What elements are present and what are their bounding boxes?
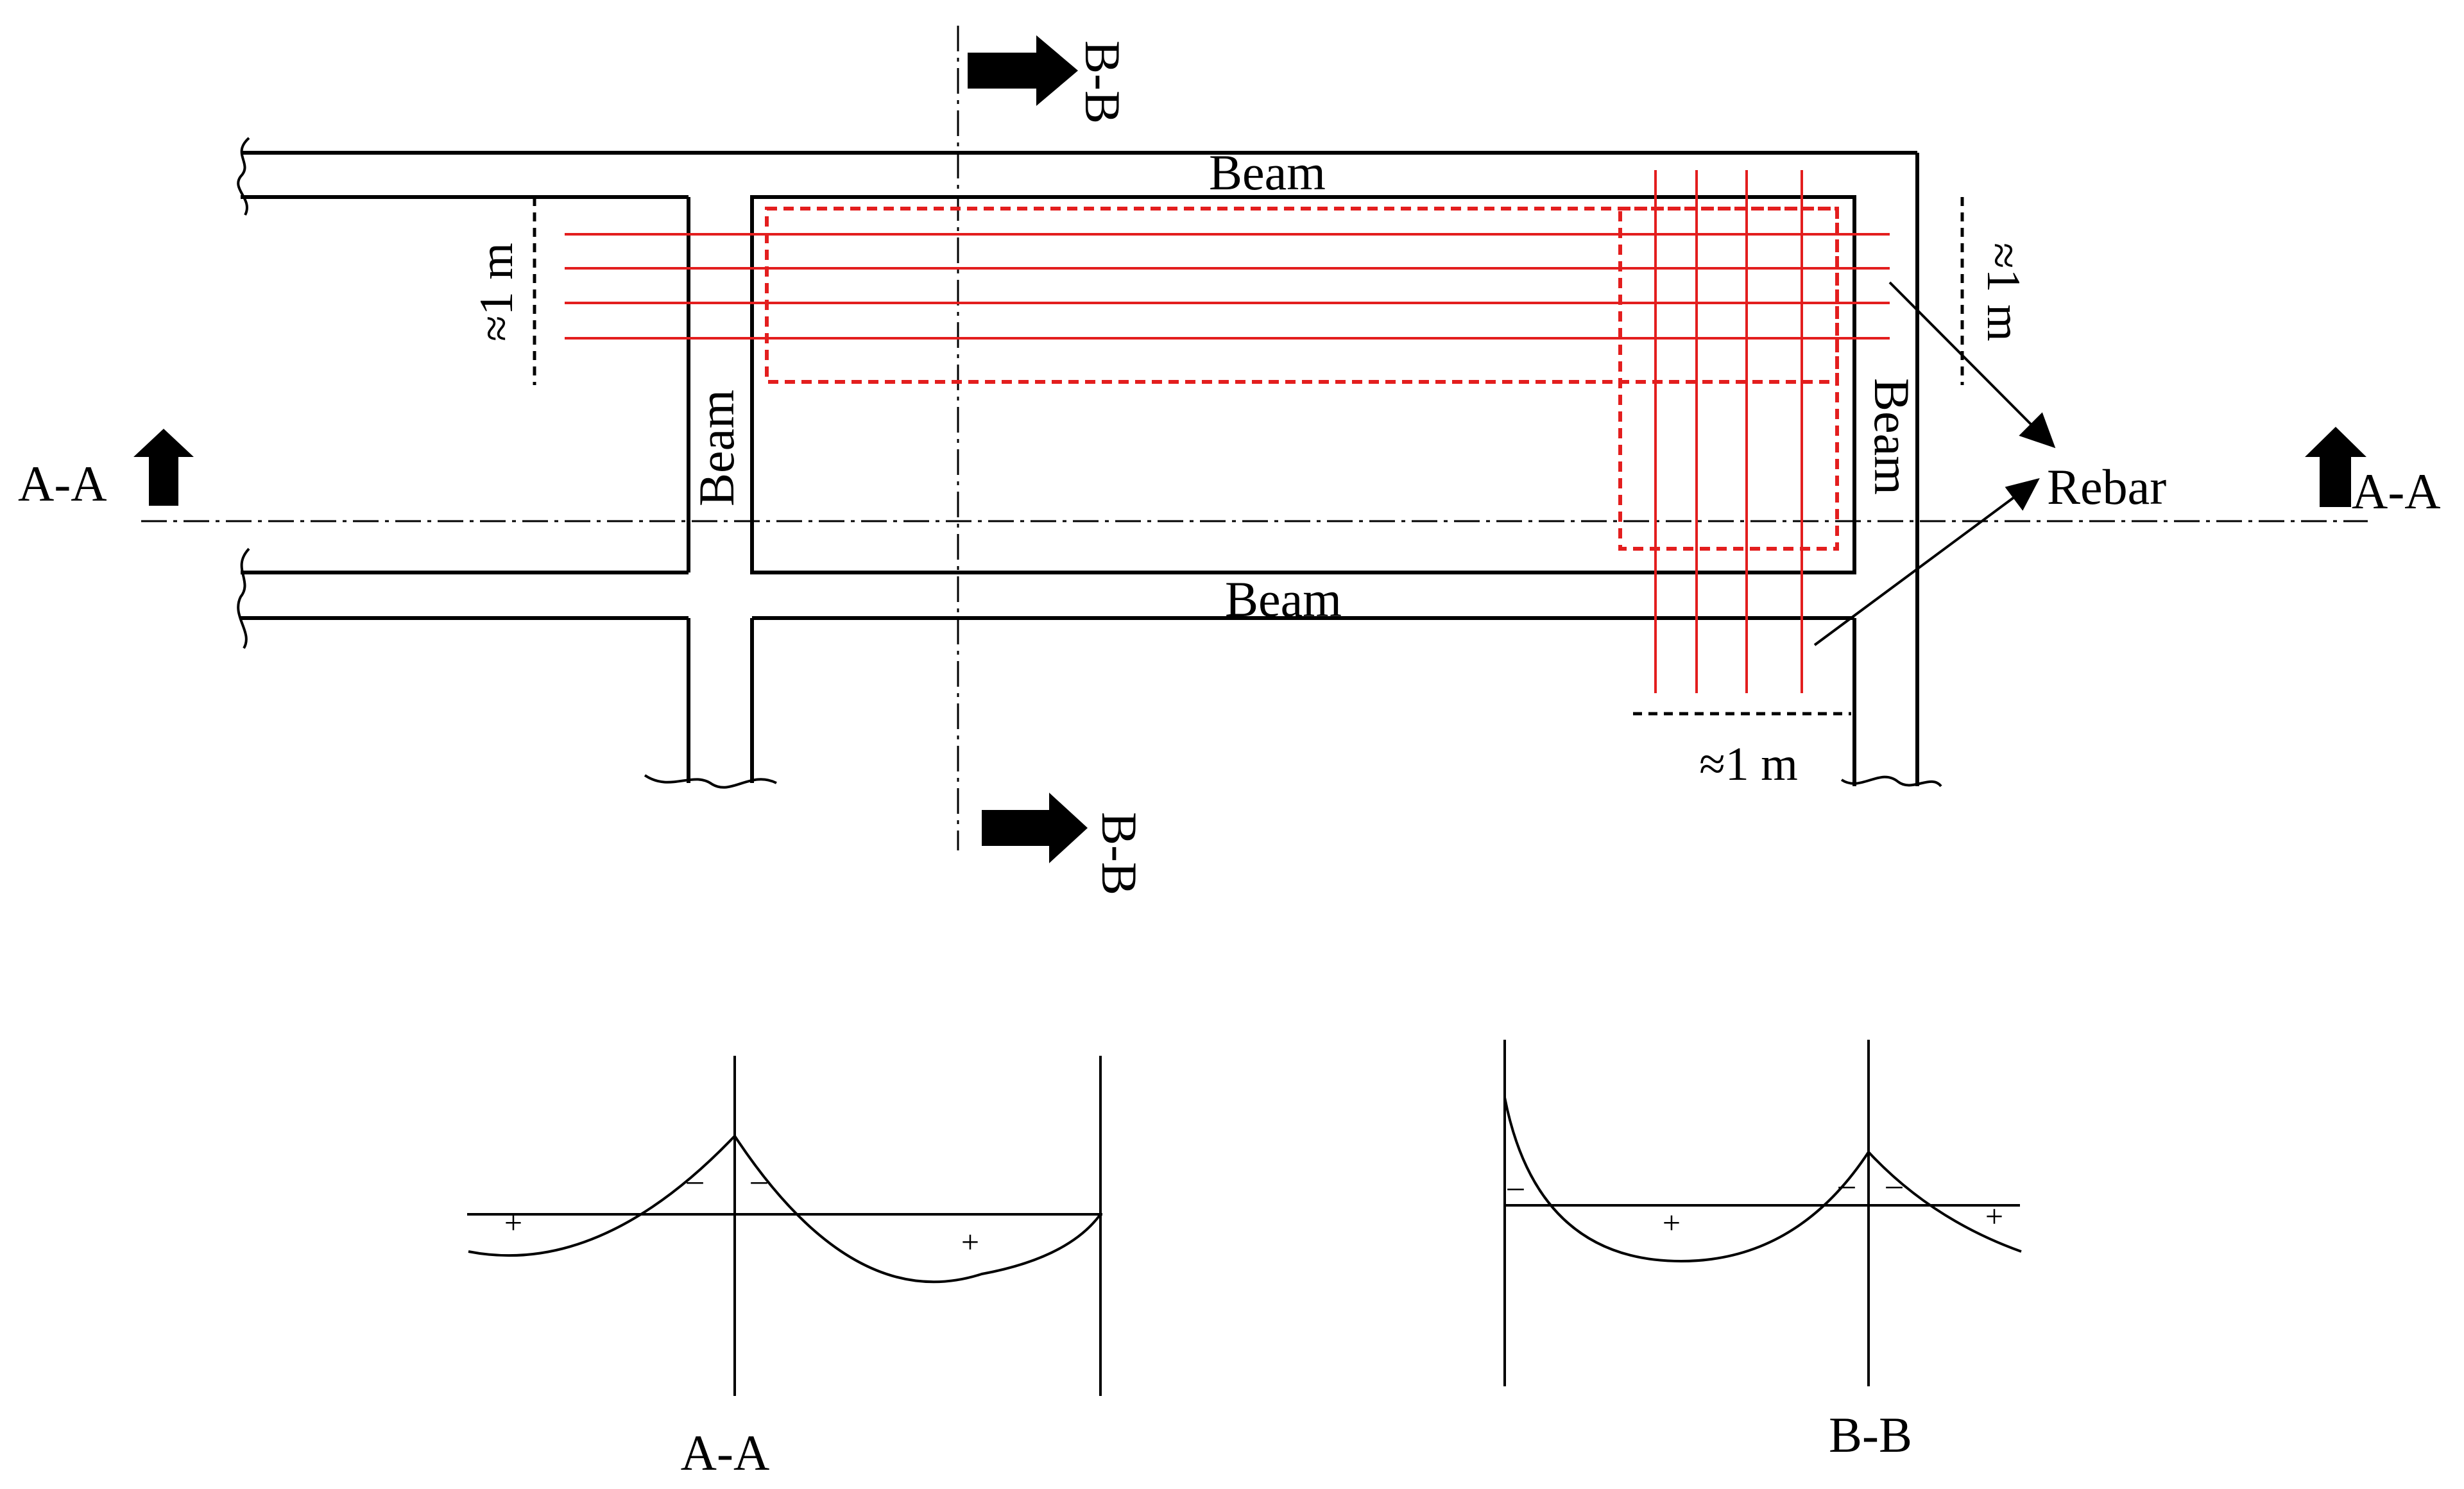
aa-sign-2: –: [687, 1162, 704, 1198]
aa-moment-curve-left: [468, 1135, 736, 1257]
beam-bottom-label: Beam: [1225, 571, 1342, 627]
rebar-label: Rebar: [2047, 459, 2166, 515]
dim-left-label: ≈1 m: [470, 243, 523, 341]
aa-moment-curve-right: [733, 1135, 1102, 1284]
rebar-vertical: [1654, 170, 1803, 693]
beam-left-label: Beam: [689, 390, 744, 506]
aa-left-arrow: [133, 429, 194, 506]
break-mark-top-left: [237, 137, 250, 216]
dimension-lines: [533, 197, 1964, 716]
main-slab-panel: [750, 195, 1856, 574]
bb-sign-4: –: [1886, 1166, 1903, 1202]
aa-sign-3: –: [751, 1162, 768, 1198]
rebar-arrow-upper-line: [1888, 281, 2037, 430]
bb-sign-5: +: [1985, 1198, 2003, 1234]
plan-view: [241, 151, 1919, 786]
bb-bottom-arrow: [982, 793, 1088, 863]
aa-right-arrow: [2305, 427, 2366, 507]
break-mark-bottom-left: [237, 547, 250, 650]
break-mark-bottom-right: [1840, 775, 1942, 788]
dim-bottom-label: ≈1 m: [1699, 738, 1798, 791]
bb-moment-curve-right: [1867, 1151, 2022, 1253]
negative-moment-zones: [765, 207, 1839, 551]
moment-diagram-bb: [1503, 1040, 2022, 1386]
section-bb-bottom-label: B-B: [1091, 812, 1147, 895]
aa-caption: A-A: [681, 1425, 770, 1481]
bb-caption: B-B: [1829, 1407, 1912, 1463]
zone-vertical-strip: [1618, 207, 1839, 551]
dim-right-label: ≈1 m: [1977, 243, 2030, 341]
section-arrows: [133, 35, 2366, 863]
beam-top-label: Beam: [1209, 144, 1326, 200]
rebar-horizontal: [565, 233, 1890, 340]
section-aa-right-label: A-A: [2352, 463, 2441, 519]
break-marks: [237, 137, 1942, 789]
section-lines: [141, 26, 2368, 850]
aa-sign-1: +: [504, 1205, 522, 1241]
bb-top-arrow: [968, 35, 1078, 106]
section-bb-top-label: B-B: [1075, 40, 1131, 124]
aa-sign-4: +: [961, 1224, 979, 1260]
bb-sign-3: –: [1838, 1166, 1856, 1202]
bb-sign-2: +: [1663, 1205, 1681, 1241]
moment-diagram-aa: [467, 1056, 1102, 1396]
rebar-arrow-lower-head: [2005, 478, 2040, 511]
section-aa-left-label: A-A: [18, 456, 107, 512]
beam-right-label: Beam: [1864, 378, 1920, 495]
bb-moment-curve-left: [1503, 1097, 1870, 1263]
rebar-arrow-upper-head: [2019, 412, 2056, 449]
rebar-pointer-arrows: [1813, 281, 2056, 646]
break-mark-bottom-center: [644, 774, 777, 789]
rebar-arrow-lower-line: [1813, 492, 2021, 646]
bb-sign-1: –: [1507, 1168, 1525, 1204]
